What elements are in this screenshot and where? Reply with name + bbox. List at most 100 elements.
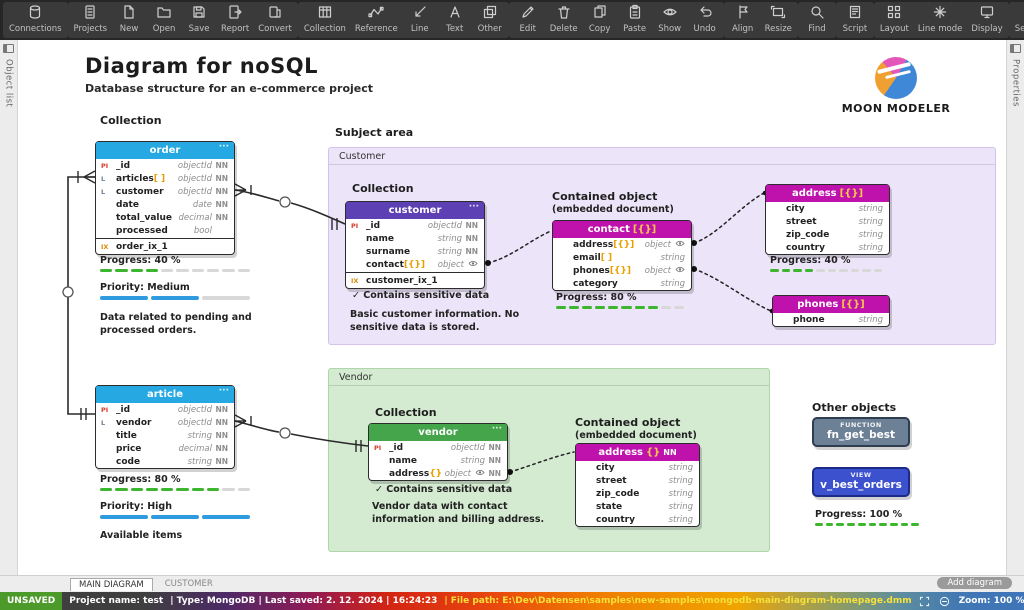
diagram-label: Contained object bbox=[575, 416, 681, 429]
script-icon bbox=[847, 4, 863, 24]
tab-customer[interactable]: CUSTOMER bbox=[164, 579, 213, 589]
diagram-canvas[interactable]: Diagram for noSQL Database structure for… bbox=[18, 40, 1006, 575]
toolbar-button-label: Layout bbox=[879, 24, 909, 34]
toolbar-button-layout[interactable]: Layout bbox=[880, 4, 909, 34]
display-icon bbox=[979, 4, 995, 24]
table-header[interactable]: address[{}] bbox=[766, 185, 889, 202]
toolbar-button-label: Align bbox=[731, 24, 754, 34]
table-header[interactable]: phones[{}] bbox=[773, 296, 889, 313]
diagram-tabs: MAIN DIAGRAM CUSTOMER Add diagram bbox=[0, 575, 1024, 592]
toolbar-button-reference[interactable]: Reference bbox=[355, 4, 398, 34]
toolbar-button-display[interactable]: Display bbox=[971, 4, 1003, 34]
zoom-out-icon[interactable] bbox=[939, 596, 950, 607]
toolbar-button-label: Display bbox=[971, 24, 1003, 34]
line-icon bbox=[412, 4, 428, 24]
project-name: Project name: test bbox=[69, 596, 164, 606]
toolbar-button-report[interactable]: Report bbox=[221, 4, 249, 34]
toolbar-button-label: Save bbox=[188, 24, 210, 34]
toolbar-button-delete[interactable]: Delete bbox=[550, 4, 578, 34]
toolbar-button-projects[interactable]: Projects bbox=[74, 4, 107, 34]
table-header[interactable]: customer··· bbox=[346, 202, 484, 219]
diagram-label: Subject area bbox=[335, 126, 414, 139]
toolbar-button-save[interactable]: Save bbox=[186, 4, 212, 34]
toolbar-button-label: Report bbox=[221, 24, 250, 34]
table-header[interactable]: vendor··· bbox=[369, 424, 507, 441]
panel-icon bbox=[3, 44, 14, 53]
table-header[interactable]: contact[{}] bbox=[553, 221, 691, 238]
diagram-label: (embedded document) bbox=[552, 204, 674, 215]
folder-icon bbox=[156, 4, 172, 24]
table-header[interactable]: article··· bbox=[96, 386, 234, 403]
tab-main-diagram[interactable]: MAIN DIAGRAM bbox=[70, 577, 153, 591]
toolbar-button-open[interactable]: Open bbox=[151, 4, 177, 34]
toolbar-group: Align Resize bbox=[723, 2, 798, 38]
diagram-label: Collection bbox=[100, 114, 162, 127]
toolbar-button-convert[interactable]: Convert bbox=[258, 4, 292, 34]
floppy-icon bbox=[191, 4, 207, 24]
toolbar-button-edit[interactable]: Edit bbox=[515, 4, 541, 34]
toolbar-group: Connections bbox=[3, 2, 68, 38]
toolbar-group: Settings bbox=[1008, 2, 1024, 38]
panel-icon bbox=[1010, 44, 1021, 53]
table-header[interactable]: order··· bbox=[96, 142, 234, 159]
toolbar-button-new[interactable]: New bbox=[116, 4, 142, 34]
toolbar-group: Script bbox=[835, 2, 874, 38]
toolbar-button-settings[interactable]: Settings bbox=[1015, 4, 1024, 34]
toolbar-button-label: Find bbox=[808, 24, 826, 34]
doc-icon bbox=[121, 4, 137, 24]
toolbar-button-script[interactable]: Script bbox=[842, 4, 868, 34]
toolbar-button-resize[interactable]: Resize bbox=[765, 4, 792, 34]
toolbar-button-copy[interactable]: Copy bbox=[587, 4, 613, 34]
table-header[interactable]: address{}NN bbox=[576, 444, 699, 461]
toolbar-button-label: Text bbox=[446, 24, 464, 34]
toolbar-button-align[interactable]: Align bbox=[730, 4, 756, 34]
toolbar-button-find[interactable]: Find bbox=[804, 4, 830, 34]
object-list-sidebar[interactable]: Object list bbox=[0, 40, 18, 575]
toolbar-button-line[interactable]: Line bbox=[407, 4, 433, 34]
link-icon: L bbox=[101, 187, 106, 196]
diagram-label: Collection bbox=[352, 182, 414, 195]
diagram-subtitle: Database structure for an e-commerce pro… bbox=[85, 82, 374, 95]
properties-sidebar[interactable]: Properties bbox=[1006, 40, 1024, 575]
toolbar-button-label: Delete bbox=[549, 24, 578, 34]
toolbar-button-label: Settings bbox=[1014, 24, 1024, 34]
fullscreen-icon[interactable] bbox=[919, 596, 930, 607]
toolbar-button-undo[interactable]: Undo bbox=[692, 4, 718, 34]
diagram-label: ✓ Contains sensitive data bbox=[352, 290, 490, 301]
toolbar-button-line-mode[interactable]: Line mode bbox=[918, 4, 962, 34]
toolbar-button-paste[interactable]: Paste bbox=[622, 4, 648, 34]
toolbar-button-other[interactable]: Other bbox=[477, 4, 503, 34]
toolbar-button-connections[interactable]: Connections bbox=[9, 4, 62, 34]
toolbar-button-show[interactable]: Show bbox=[657, 4, 683, 34]
add-diagram-button[interactable]: Add diagram bbox=[937, 577, 1012, 589]
doc-lines-icon bbox=[82, 4, 98, 24]
layout-icon bbox=[886, 4, 902, 24]
toolbar-button-text[interactable]: Text bbox=[442, 4, 468, 34]
resize-icon bbox=[770, 4, 786, 24]
toolbar-button-collection[interactable]: Collection bbox=[304, 4, 346, 34]
